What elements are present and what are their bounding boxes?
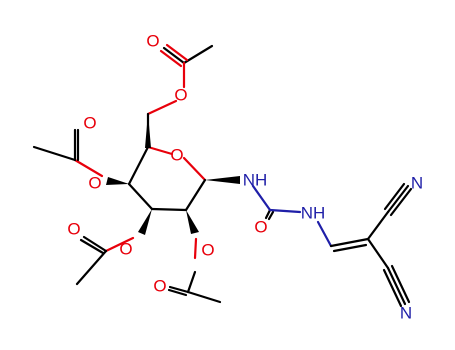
atom-label-o: O — [146, 32, 159, 51]
bond — [329, 237, 370, 248]
bond — [267, 210, 275, 221]
atom-label-nh: NH — [243, 171, 268, 190]
bond — [390, 264, 411, 304]
bond — [366, 210, 390, 241]
atom-label-o: O — [174, 86, 187, 105]
bond — [150, 207, 188, 212]
atom-label-o: O — [83, 114, 96, 133]
atom-label-o: O — [67, 220, 80, 239]
bond — [193, 237, 198, 260]
bond — [316, 220, 333, 248]
wedge-c4-o — [106, 177, 129, 185]
atom-labels: O O O O O O O O O NH O NH N N — [67, 32, 423, 323]
atom-label-o: O — [119, 240, 132, 259]
atom-label-o: O — [201, 241, 214, 260]
bonds — [32, 43, 413, 308]
bond — [386, 184, 410, 214]
bond — [383, 182, 406, 211]
atom-label-n: N — [411, 174, 423, 193]
bond — [73, 158, 104, 178]
bond — [184, 178, 207, 212]
bond — [268, 208, 302, 214]
bond — [264, 208, 272, 220]
bond — [75, 249, 108, 286]
atom-label-o: O — [170, 146, 183, 165]
wedge-c1-n — [205, 176, 240, 184]
bond — [104, 236, 135, 253]
bond — [146, 145, 174, 156]
bond — [167, 288, 188, 297]
bond — [146, 99, 178, 116]
bond — [386, 266, 407, 306]
bond — [159, 49, 183, 68]
bond — [332, 243, 368, 253]
bond — [79, 238, 105, 255]
bond — [162, 46, 186, 65]
atom-label-o: O — [153, 277, 166, 296]
atom-label-o: O — [254, 218, 267, 237]
wedge-c2-o — [186, 210, 199, 234]
bond — [32, 145, 77, 162]
wedge-c5-c6 — [145, 113, 151, 148]
atom-label-o: O — [88, 174, 101, 193]
bond — [127, 145, 150, 186]
stereo-wedges — [106, 113, 240, 235]
bond — [182, 156, 207, 182]
atom-label-n: N — [400, 304, 412, 323]
wedge-c3-o — [138, 209, 152, 235]
bond — [182, 44, 214, 65]
bond — [251, 184, 272, 212]
bond — [389, 187, 413, 217]
bond — [186, 270, 197, 294]
bond — [165, 43, 189, 62]
bond — [82, 235, 108, 253]
bond — [168, 285, 190, 294]
bond — [366, 237, 390, 270]
bond — [127, 182, 154, 211]
atom-label-nh: NH — [301, 204, 326, 223]
bond — [186, 290, 222, 304]
bond — [382, 268, 403, 308]
